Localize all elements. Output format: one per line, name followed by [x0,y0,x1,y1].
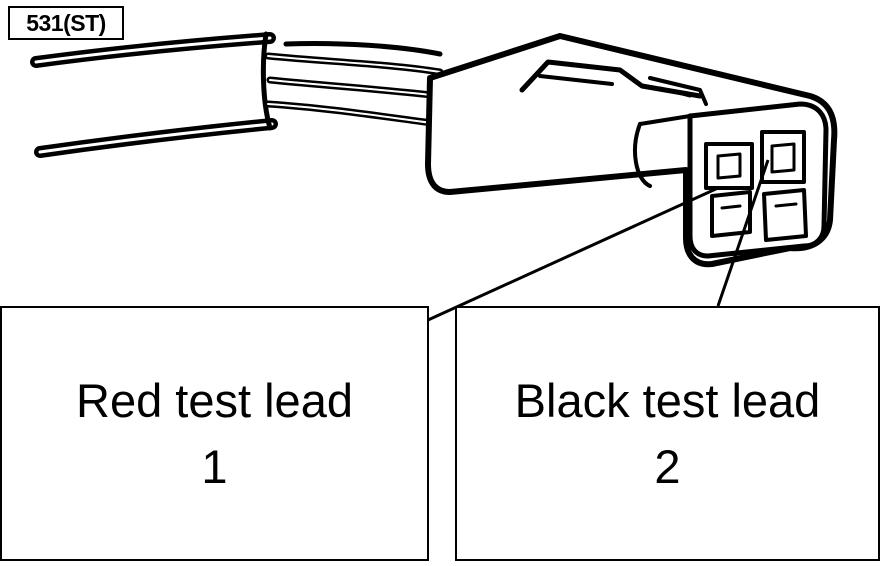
callout-label: Black test lead [514,373,821,427]
red-test-lead-callout: Red test lead 1 [0,306,429,561]
callout-number: 2 [654,439,681,493]
connector-illustration [425,33,838,268]
wire-harness [30,31,444,158]
leader-lines [427,159,770,322]
callout-label: Red test lead [76,373,353,427]
callout-number: 1 [201,439,228,493]
red-lead-leader [427,186,719,322]
figure-id-label: 531(ST) [8,6,124,40]
terminal-2 [760,130,808,242]
terminal-1 [704,142,754,238]
black-test-lead-callout: Black test lead 2 [455,306,880,561]
black-lead-leader [716,159,770,307]
